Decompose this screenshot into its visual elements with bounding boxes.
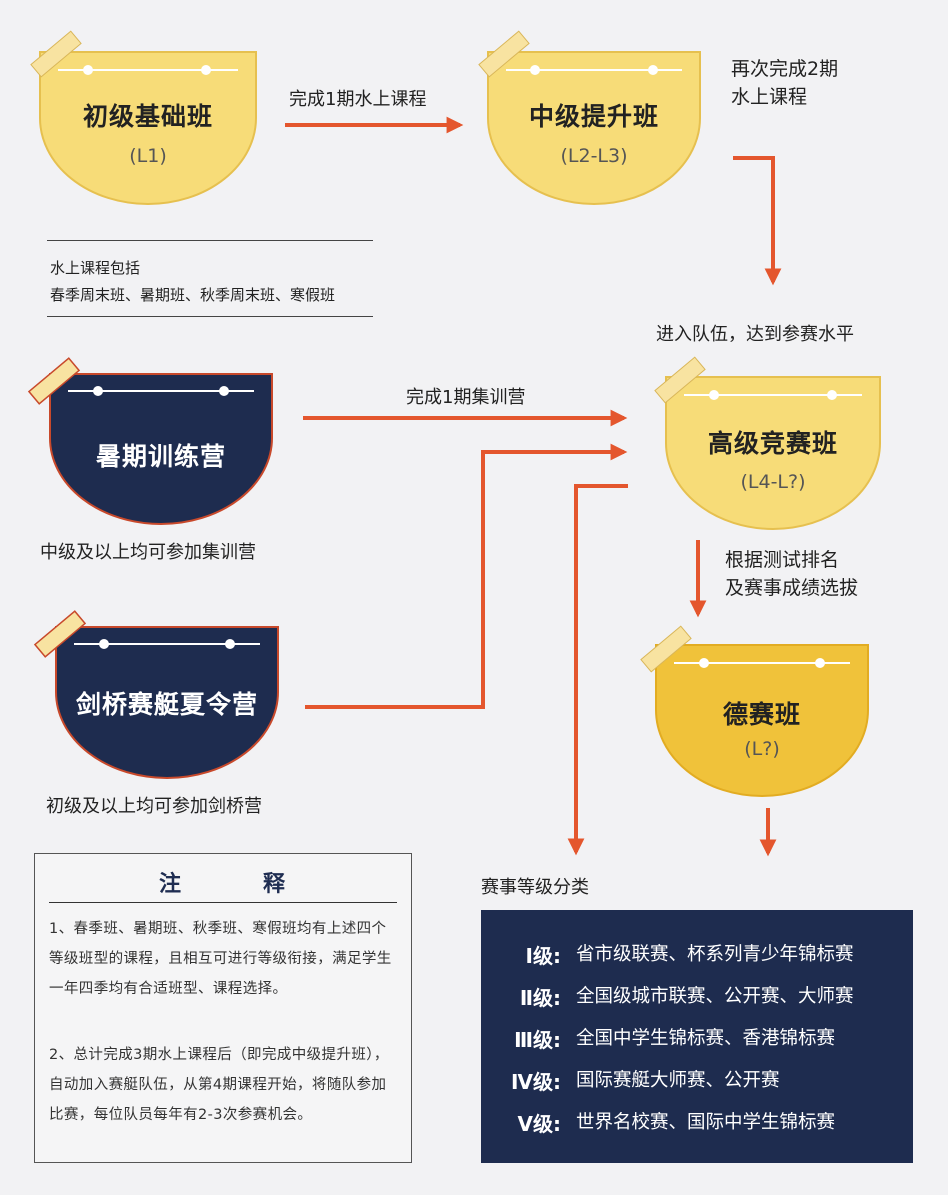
label-l4-to-de-line1: 根据测试排名 <box>725 549 840 571</box>
water-courses-list: 春季周末班、暑期班、秋季周末班、寒假班 <box>50 286 336 304</box>
card-summer-camp-title: 暑期训练营 <box>95 442 226 471</box>
level-desc: 全国中学生锦标赛、香港锦标赛 <box>576 1028 836 1049</box>
notes-title: 注释 <box>158 872 288 897</box>
label-camp-to-l4: 完成1期集训营 <box>406 387 526 408</box>
card-l2-level: (L2-L3) <box>560 145 628 167</box>
label-l1-to-l2: 完成1期水上课程 <box>289 89 427 110</box>
card-l4 <box>654 356 881 530</box>
tape-icon <box>654 356 706 404</box>
notes-box: 注释 1、春季班、暑期班、秋季班、寒假班均有上述四个等级班型的课程，且相互可进行… <box>34 853 412 1163</box>
label-l2-to-l4-line2: 水上课程 <box>731 86 808 108</box>
arrow-cambridge-to-l4 <box>305 443 628 709</box>
card-l2 <box>478 30 701 205</box>
level-name: Ⅰ级: <box>525 944 561 968</box>
card-de-title: 德赛班 <box>722 700 801 729</box>
level-desc: 国际赛艇大师赛、公开赛 <box>576 1070 780 1091</box>
level-name: Ⅴ级: <box>517 1112 561 1136</box>
card-de <box>640 625 869 797</box>
tape-icon <box>33 610 87 658</box>
water-courses-heading: 水上课程包括 <box>50 259 141 277</box>
tape-icon <box>30 30 82 78</box>
notes-divider <box>49 902 397 903</box>
card-summer-camp <box>27 357 273 525</box>
card-l4-level: (L4-L?) <box>740 471 806 493</box>
note-paragraph-1: 1、春季班、暑期班、秋季班、寒假班均有上述四个等级班型的课程，且相互可进行等级衔… <box>49 921 392 997</box>
level-desc: 全国级城市联赛、公开赛、大师赛 <box>576 986 854 1007</box>
level-name: Ⅲ级: <box>514 1028 561 1052</box>
card-l4-title: 高级竞赛班 <box>707 429 838 458</box>
card-l1 <box>30 30 257 205</box>
level-row: Ⅲ级: 全国中学生锦标赛、香港锦标赛 <box>481 1024 913 1064</box>
level-name: Ⅳ级: <box>511 1070 561 1094</box>
level-row: Ⅳ级: 国际赛艇大师赛、公开赛 <box>481 1066 913 1106</box>
tape-icon <box>640 625 692 673</box>
competition-levels-box: Ⅰ级: 省市级联赛、杯系列青少年锦标赛 Ⅱ级: 全国级城市联赛、公开赛、大师赛 … <box>481 910 913 1163</box>
card-cambridge-camp-title: 剑桥赛艇夏令营 <box>75 690 258 719</box>
level-desc: 世界名校赛、国际中学生锦标赛 <box>576 1112 836 1133</box>
label-l4-to-de-line2: 及赛事成绩选拔 <box>725 577 859 599</box>
label-summer-camp-note: 中级及以上均可参加集训营 <box>40 542 256 563</box>
divider <box>47 316 373 317</box>
level-row: Ⅰ级: 省市级联赛、杯系列青少年锦标赛 <box>481 940 913 980</box>
card-l2-title: 中级提升班 <box>528 102 659 131</box>
arrow-l2-to-l4 <box>733 156 782 286</box>
card-de-level: (L?) <box>744 738 780 760</box>
card-l1-level: (L1) <box>129 145 167 167</box>
level-row: Ⅴ级: 世界名校赛、国际中学生锦标赛 <box>481 1108 913 1148</box>
card-l1-title: 初级基础班 <box>82 102 213 131</box>
divider <box>47 240 373 241</box>
tape-icon <box>478 30 530 78</box>
tape-icon <box>27 357 81 405</box>
label-enter-team: 进入队伍，达到参赛水平 <box>656 324 854 345</box>
label-cambridge-note: 初级及以上均可参加剑桥营 <box>46 796 262 817</box>
note-paragraph-2: 2、总计完成3期水上课程后（即完成中级提升班），自动加入赛艇队伍，从第4期课程开… <box>49 1047 389 1123</box>
level-name: Ⅱ级: <box>519 986 561 1010</box>
level-desc: 省市级联赛、杯系列青少年锦标赛 <box>576 944 854 965</box>
label-l2-to-l4-line1: 再次完成2期 <box>731 58 839 80</box>
card-cambridge-camp <box>33 610 279 779</box>
level-row: Ⅱ级: 全国级城市联赛、公开赛、大师赛 <box>481 982 913 1022</box>
label-competition-levels: 赛事等级分类 <box>481 877 589 898</box>
arrow-l4-to-levels <box>567 484 628 856</box>
